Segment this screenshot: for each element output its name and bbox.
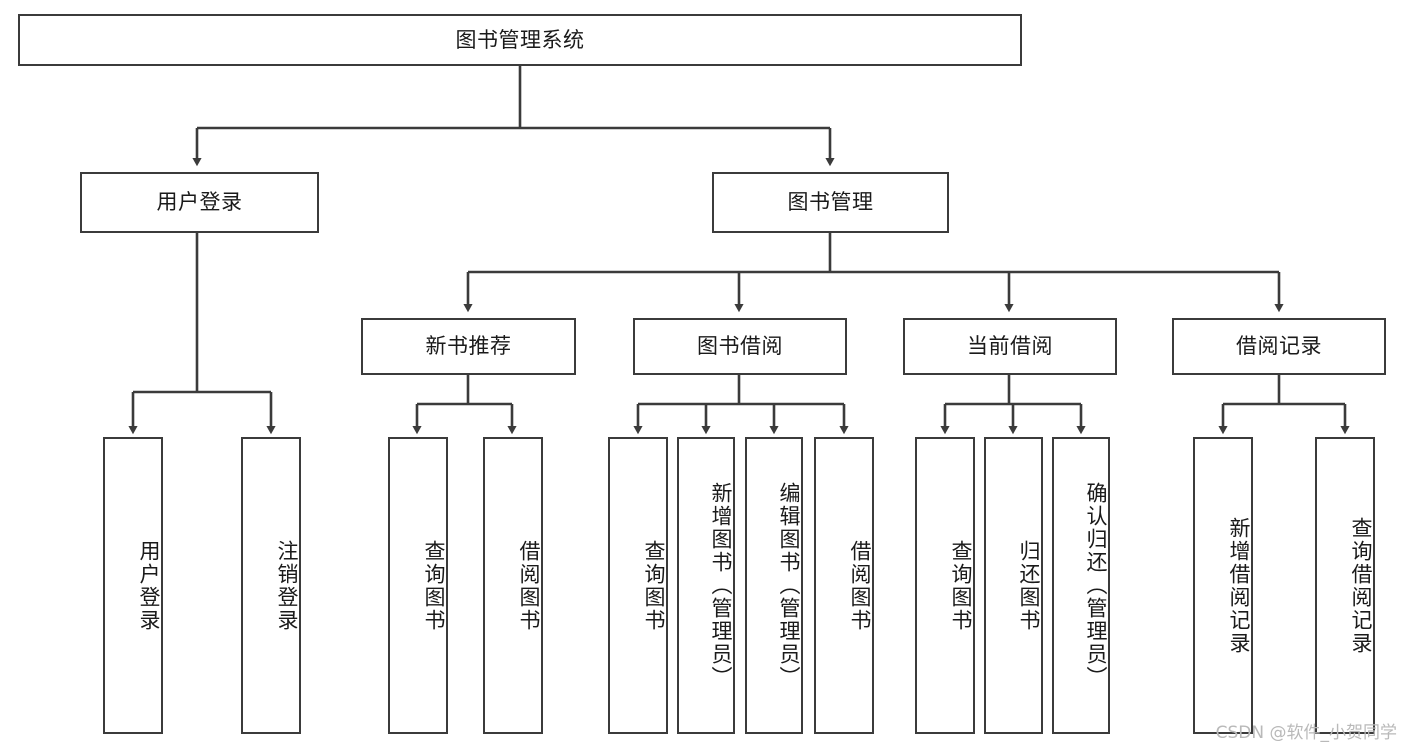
leaf-query-book-recommend-label: 查询图书 [422, 539, 446, 632]
leaf-query-book-current-label: 查询图书 [949, 539, 973, 632]
leaf-borrow-book-recommend-label: 借阅图书 [517, 539, 541, 632]
node-book-management-label: 图书管理 [787, 190, 874, 215]
leaf-edit-book-admin[interactable]: 编辑图书（管理员） [745, 437, 803, 734]
leaf-user-login[interactable]: 用户登录 [103, 437, 163, 734]
leaf-user-login-label: 用户登录 [137, 539, 161, 632]
node-root[interactable]: 图书管理系统 [18, 14, 1022, 66]
watermark: CSDN @软件_小贺同学 [1215, 723, 1397, 743]
leaf-logout-label: 注销登录 [275, 539, 299, 632]
leaf-borrow-book-recommend[interactable]: 借阅图书 [483, 437, 543, 734]
leaf-query-book-current[interactable]: 查询图书 [915, 437, 975, 734]
leaf-return-book[interactable]: 归还图书 [984, 437, 1043, 734]
leaf-add-book-admin[interactable]: 新增图书（管理员） [677, 437, 735, 734]
node-current-borrow-label: 当前借阅 [967, 334, 1053, 359]
leaf-return-book-label: 归还图书 [1017, 539, 1041, 632]
node-user-login[interactable]: 用户登录 [80, 172, 319, 233]
leaf-query-borrow-record-label: 查询借阅记录 [1349, 516, 1373, 655]
node-new-book-recommend[interactable]: 新书推荐 [361, 318, 576, 375]
leaf-query-book-borrow[interactable]: 查询图书 [608, 437, 668, 734]
leaf-add-borrow-record[interactable]: 新增借阅记录 [1193, 437, 1253, 734]
node-current-borrow[interactable]: 当前借阅 [903, 318, 1117, 375]
leaf-borrow-book[interactable]: 借阅图书 [814, 437, 874, 734]
leaf-add-book-admin-label: 新增图书（管理员） [709, 482, 733, 689]
node-borrow-record[interactable]: 借阅记录 [1172, 318, 1386, 375]
node-new-book-recommend-label: 新书推荐 [425, 334, 512, 359]
leaf-logout[interactable]: 注销登录 [241, 437, 301, 734]
leaf-query-book-recommend[interactable]: 查询图书 [388, 437, 448, 734]
node-book-borrow-label: 图书借阅 [697, 334, 783, 359]
leaf-query-book-borrow-label: 查询图书 [642, 539, 666, 632]
leaf-borrow-book-label: 借阅图书 [848, 539, 872, 632]
node-book-borrow[interactable]: 图书借阅 [633, 318, 847, 375]
leaf-query-borrow-record[interactable]: 查询借阅记录 [1315, 437, 1375, 734]
node-user-login-label: 用户登录 [156, 190, 243, 215]
node-borrow-record-label: 借阅记录 [1236, 334, 1322, 359]
leaf-edit-book-admin-label: 编辑图书（管理员） [777, 482, 801, 689]
leaf-add-borrow-record-label: 新增借阅记录 [1227, 516, 1251, 655]
node-book-management[interactable]: 图书管理 [712, 172, 949, 233]
node-root-label: 图书管理系统 [455, 27, 585, 52]
leaf-confirm-return-admin-label: 确认归还（管理员） [1084, 482, 1108, 689]
leaf-confirm-return-admin[interactable]: 确认归还（管理员） [1052, 437, 1110, 734]
